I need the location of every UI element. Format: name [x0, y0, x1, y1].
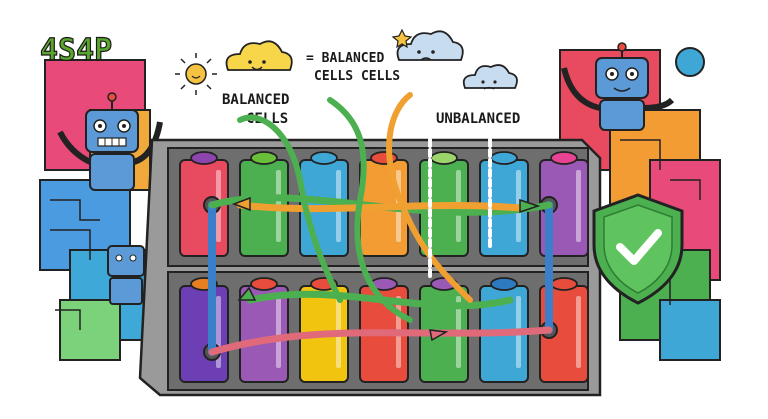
arrow-heads [231, 196, 541, 342]
label-balanced-cells: BALANCED CELLS [222, 92, 289, 127]
wire-orange-top [236, 201, 524, 213]
wire-pink-bottom [208, 326, 553, 356]
arrow-head-pink [429, 329, 449, 342]
title: 4S4P [40, 33, 112, 68]
label-eq-balanced: = BALANCED [306, 51, 384, 66]
top-row-cell-terminal [550, 151, 578, 165]
cloud-worried-icon [462, 64, 518, 90]
top-row-cell-terminal [490, 151, 518, 165]
robot-icon-right [561, 42, 675, 131]
label-cells-cells: CELLS CELLS [314, 69, 400, 84]
wire-green-loop-2 [327, 97, 413, 323]
arrow-head-green-bottom [237, 286, 257, 301]
blue-dot [675, 47, 705, 77]
sun-icon [175, 53, 217, 95]
top-row-cell-terminal [370, 151, 398, 165]
label-unbalanced: UNBALANCED [436, 111, 520, 127]
arrow-head-orange [231, 196, 251, 212]
top-row-cell-terminal [310, 151, 338, 165]
cell-highlight [276, 296, 281, 368]
wire-green-loop [237, 114, 343, 303]
cloud-happy-icon [225, 40, 293, 71]
top-row-cell-terminal [190, 151, 218, 165]
bottom-row-cell-terminal [490, 277, 518, 291]
top-row-cell-terminal [250, 151, 278, 165]
bottom-row-cell-terminal [250, 277, 278, 291]
bottom-row-cell-1 [179, 277, 229, 383]
robot-icon-small [107, 245, 145, 305]
cell-highlight [576, 296, 581, 368]
robot-icon-left [57, 92, 163, 191]
star-icon [391, 28, 413, 49]
bottom-row-cell-terminal [550, 277, 578, 291]
arrow-head-green [519, 198, 541, 214]
label-cells: CELLS [246, 111, 288, 127]
label-balanced-cells-cells: = BALANCED CELLS CELLS [306, 51, 400, 84]
top-row-cell-terminal [430, 151, 458, 165]
wire-orange-loop [386, 92, 473, 303]
label-balanced: BALANCED [222, 92, 289, 108]
shield-check-icon [592, 193, 684, 305]
cell-highlight [576, 170, 581, 242]
